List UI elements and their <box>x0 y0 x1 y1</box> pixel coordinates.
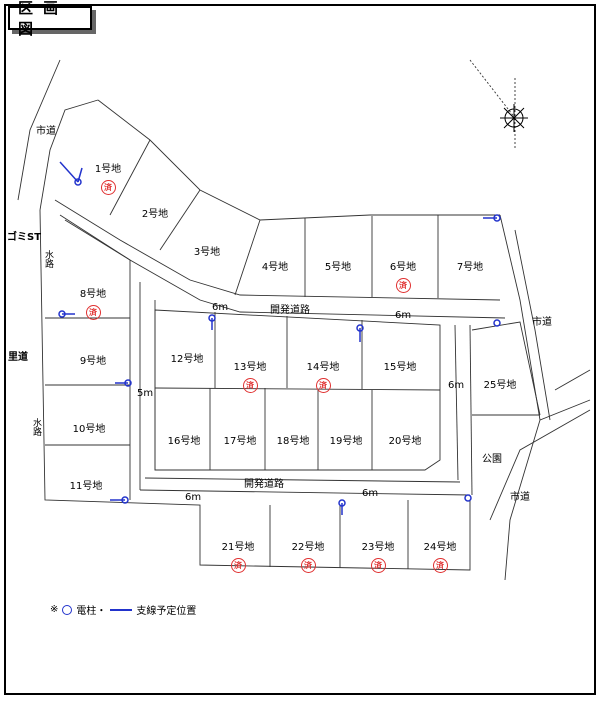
label-width-6: 6m <box>362 488 379 499</box>
legend-prefix: ※ <box>50 604 59 615</box>
utility-pole-icon <box>62 604 73 615</box>
lot-name: 25号地 <box>483 380 517 391</box>
lot-25: 25号地 <box>470 376 530 391</box>
label-width-5: 6m <box>185 492 202 503</box>
sold-badge: 済 <box>395 278 411 293</box>
label-black-road: 里道 <box>8 352 28 363</box>
label-width-2: 6m <box>395 310 412 321</box>
lot-14: 14号地済 <box>293 358 353 393</box>
legend: ※ 電柱・ 支線予定位置 <box>50 602 196 617</box>
lot-4: 4号地 <box>245 258 305 273</box>
label-width-1: 6m <box>212 302 229 313</box>
lot-name: 21号地 <box>221 542 255 553</box>
road-top-edge2 <box>59 214 506 319</box>
lot-11: 11号地 <box>56 477 116 492</box>
lot-7: 7号地 <box>440 258 500 273</box>
road-top-edge1 <box>54 199 501 301</box>
sold-badge: 済 <box>315 378 331 393</box>
map-frame <box>4 4 596 695</box>
lot-name: 1号地 <box>94 164 122 175</box>
lot-name: 18号地 <box>276 436 310 447</box>
lot-20: 20号地 <box>375 432 435 447</box>
sold-badge: 済 <box>85 305 101 320</box>
lot-21: 21号地済 <box>208 538 268 573</box>
lot-name: 24号地 <box>423 542 457 553</box>
lot-name: 16号地 <box>167 436 201 447</box>
compass-icon <box>500 104 528 132</box>
lot-name: 11号地 <box>69 481 103 492</box>
lot-23: 23号地済 <box>348 538 408 573</box>
lot-name: 10号地 <box>72 424 106 435</box>
city-road-left-edge2 <box>39 99 99 211</box>
label-city-road-left: 市道 <box>36 126 56 137</box>
sold-badge: 済 <box>432 558 448 573</box>
label-park: 公園 <box>482 454 502 465</box>
lot-name: 22号地 <box>291 542 325 553</box>
lot-name: 5号地 <box>324 262 352 273</box>
sold-badge: 済 <box>230 558 246 573</box>
lot-8: 8号地済 <box>63 285 123 320</box>
label-width-4: 6m <box>448 380 465 391</box>
lot-9: 9号地 <box>63 352 123 367</box>
lot-2: 2号地 <box>125 205 185 220</box>
label-city-road-right: 市道 <box>532 317 552 328</box>
label-dev-road-bottom: 開発道路 <box>244 479 284 490</box>
city-road-left-edge <box>17 59 61 201</box>
guy-wire-icon <box>110 608 133 611</box>
lot-19: 19号地 <box>316 432 376 447</box>
label-width-3: 5m <box>137 388 154 399</box>
lot-name: 12号地 <box>170 354 204 365</box>
label-city-road-bottom: 市道 <box>510 492 530 503</box>
sold-badge: 済 <box>370 558 386 573</box>
lot-name: 13号地 <box>233 362 267 373</box>
label-waterway-top: 水路 <box>43 250 53 268</box>
lot-15: 15号地 <box>370 358 430 373</box>
lot-12: 12号地 <box>157 350 217 365</box>
legend-wire-label: 支線予定位置 <box>136 606 197 617</box>
east-boundary <box>499 214 591 421</box>
lot-name: 17号地 <box>223 436 257 447</box>
lot-18: 18号地 <box>263 432 323 447</box>
lot-6: 6号地済 <box>373 258 433 293</box>
lot-name: 8号地 <box>79 289 107 300</box>
lot-10: 10号地 <box>59 420 119 435</box>
lot-name: 3号地 <box>193 247 221 258</box>
lot-24: 24号地済 <box>410 538 470 573</box>
lot-name: 15号地 <box>383 362 417 373</box>
sold-badge: 済 <box>300 558 316 573</box>
label-waterway-bottom: 水路 <box>31 418 41 436</box>
lot-name: 4号地 <box>261 262 289 273</box>
lot-22: 22号地済 <box>278 538 338 573</box>
lot-name: 19号地 <box>329 436 363 447</box>
lot-name: 23号地 <box>361 542 395 553</box>
east-boundary2 <box>504 419 541 581</box>
label-garbage-station: ゴミST <box>7 232 42 243</box>
label-dev-road-top: 開発道路 <box>270 305 310 316</box>
lot-name: 6号地 <box>389 262 417 273</box>
lot-name: 9号地 <box>79 356 107 367</box>
lot-3: 3号地 <box>177 243 237 258</box>
legend-pole-label: 電柱・ <box>76 606 107 617</box>
lot-5: 5号地 <box>308 258 368 273</box>
south-boundary <box>39 209 471 571</box>
sold-badge: 済 <box>242 378 258 393</box>
lot-16: 16号地 <box>154 432 214 447</box>
lot-1: 1号地済 <box>78 160 138 195</box>
sold-badge: 済 <box>100 180 116 195</box>
lot-name: 14号地 <box>306 362 340 373</box>
north-boundary <box>97 99 500 221</box>
lot-name: 20号地 <box>388 436 422 447</box>
lot-17: 17号地 <box>210 432 270 447</box>
lot-name: 7号地 <box>456 262 484 273</box>
lot-name: 2号地 <box>141 209 169 220</box>
lot-13: 13号地済 <box>220 358 280 393</box>
